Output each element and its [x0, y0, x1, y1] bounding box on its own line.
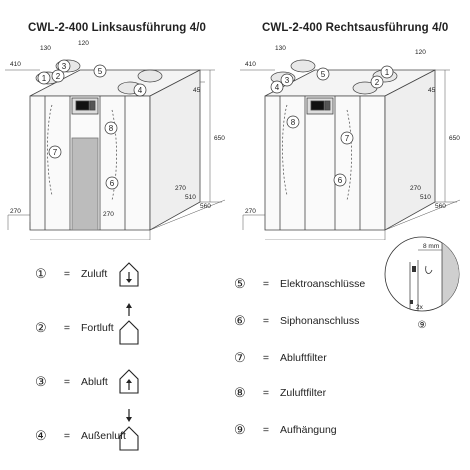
legend-label: Zuluft	[81, 268, 108, 280]
mounting-detail: 8 mm 2x ⑨	[384, 236, 460, 331]
dim-270-side: 270	[175, 185, 186, 192]
legend-label: Zuluftfilter	[280, 387, 327, 399]
house-arrow-up-out-icon	[119, 303, 139, 345]
dim-650: 650	[449, 135, 460, 142]
legend-label: Siphonanschluss	[280, 315, 360, 327]
legend-num: ⑥	[234, 313, 246, 328]
legend-num: ⑨	[234, 422, 246, 437]
legend-label: Außenluft	[81, 430, 126, 442]
legend-eq: =	[63, 376, 71, 388]
marker-1: 1	[42, 74, 47, 83]
legend-item-abluft: ③ = Abluft	[35, 374, 139, 390]
dim-270-front: 270	[10, 208, 21, 215]
dim-120: 120	[78, 40, 89, 47]
legend-num: ⑧	[234, 385, 246, 400]
legend-eq: =	[262, 278, 270, 290]
marker-8: 8	[291, 118, 296, 127]
legend-item-siphonanschluss: ⑥ = Siphonanschluss	[234, 313, 359, 329]
dim-510: 510	[420, 194, 431, 201]
marker-2: 2	[56, 72, 61, 81]
legend-item-abluftfilter: ⑦ = Abluftfilter	[234, 350, 327, 366]
legend-num: ①	[35, 266, 47, 281]
right-title: CWL-2-400 Rechtsausführung 4/0	[262, 22, 449, 34]
detail-count-label: 2x	[416, 304, 424, 311]
dim-410: 410	[245, 61, 256, 68]
legend-num: ③	[35, 374, 47, 389]
dim-270-bottom: 270	[103, 211, 114, 218]
dim-130: 130	[40, 45, 51, 52]
marker-2: 2	[375, 78, 380, 87]
legend-eq: =	[63, 322, 71, 334]
legend-eq: =	[262, 387, 270, 399]
dim-650: 650	[214, 135, 225, 142]
legend-item-aussenluft: ④ = Außenluft	[35, 428, 139, 444]
legend-eq: =	[262, 315, 270, 327]
dim-560: 560	[435, 203, 446, 210]
left-title: CWL-2-400 Linksausführung 4/0	[28, 22, 206, 34]
marker-8: 8	[109, 124, 114, 133]
legend-eq: =	[262, 352, 270, 364]
legend-num: ⑦	[234, 350, 246, 365]
dim-45: 45	[193, 87, 201, 94]
legend-label: Fortluft	[81, 322, 114, 334]
marker-1: 1	[385, 68, 390, 77]
legend-eq: =	[63, 268, 71, 280]
marker-6: 6	[338, 176, 343, 185]
dim-270-side: 270	[410, 185, 421, 192]
legend-item-zuluft: ① = Zuluft	[35, 266, 139, 282]
marker-7: 7	[345, 134, 350, 143]
legend-eq: =	[63, 430, 71, 442]
house-arrow-down-icon	[119, 262, 139, 287]
legend-item-aufhaengung: ⑨ = Aufhängung	[234, 422, 337, 438]
marker-4: 4	[275, 83, 280, 92]
left-unit-drawing: 1 3 2 5 4 7 8 6 410 130 120 45 650 270	[5, 40, 225, 240]
dim-510: 510	[185, 194, 196, 201]
marker-4: 4	[138, 86, 143, 95]
dim-410: 410	[10, 61, 21, 68]
legend-num: ④	[35, 428, 47, 443]
marker-5: 5	[98, 67, 103, 76]
dim-270-front: 270	[245, 208, 256, 215]
legend-num: ②	[35, 320, 47, 335]
dim-120: 120	[415, 49, 426, 56]
detail-marker: ⑨	[418, 320, 427, 331]
right-unit-drawing: 4 3 5 2 1 8 7 6 410 130 120 45 650 270 5…	[240, 45, 460, 240]
dim-130: 130	[275, 45, 286, 52]
marker-3: 3	[62, 62, 67, 71]
house-arrow-up-icon	[119, 369, 139, 394]
dim-560: 560	[200, 203, 211, 210]
legend-label: Abluftfilter	[280, 352, 327, 364]
legend-eq: =	[262, 424, 270, 436]
dim-45: 45	[428, 87, 436, 94]
marker-5: 5	[321, 70, 326, 79]
marker-7: 7	[53, 148, 58, 157]
legend-label: Abluft	[81, 376, 108, 388]
marker-6: 6	[110, 179, 115, 188]
house-arrow-down-in-icon	[119, 409, 139, 451]
detail-width-label: 8 mm	[423, 243, 439, 250]
legend-label: Elektroanschlüsse	[280, 278, 366, 290]
legend-item-zuluftfilter: ⑧ = Zuluftfilter	[234, 385, 326, 401]
legend-item-fortluft: ② = Fortluft	[35, 320, 139, 336]
legend-label: Aufhängung	[280, 424, 337, 436]
legend-num: ⑤	[234, 276, 246, 291]
legend-item-elektroanschluesse: ⑤ = Elektroanschlüsse	[234, 276, 365, 292]
marker-3: 3	[285, 76, 290, 85]
